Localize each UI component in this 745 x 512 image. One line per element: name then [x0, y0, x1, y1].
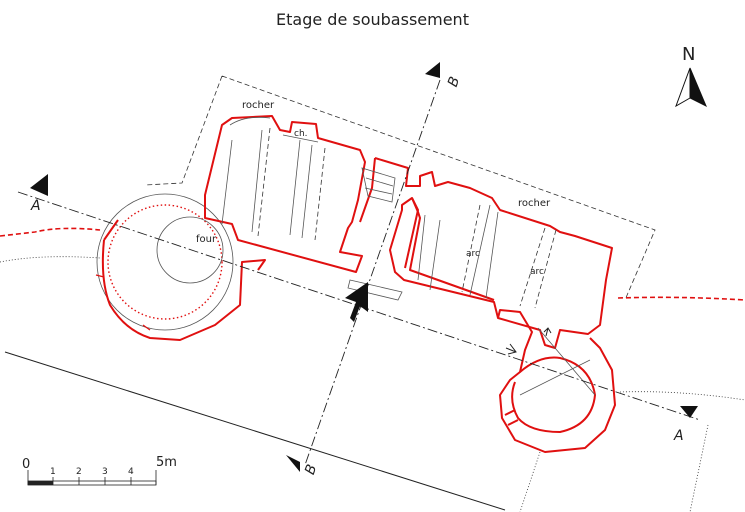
label-chimney: ch. [294, 129, 308, 139]
section-a-right-label: A [673, 428, 684, 444]
scale-tick-label: 4 [128, 467, 134, 477]
north-arrow-icon [675, 67, 707, 108]
scale-start-label: 0 [22, 457, 30, 472]
scale-tick-label: 2 [76, 467, 82, 477]
section-line-b [286, 62, 441, 472]
label-four: four [196, 234, 217, 245]
section-a-left-arrow-icon [30, 174, 48, 196]
main-walls [204, 115, 616, 453]
section-b-top-arrow-icon [425, 62, 440, 78]
entrance-arrow-icon [345, 282, 368, 322]
scale-tick-label: 1 [50, 467, 56, 477]
section-b-top-label: B [445, 75, 463, 90]
label-arc-1: arc [466, 249, 480, 259]
label-rocher-right: rocher [518, 198, 551, 209]
label-rocher-left: rocher [242, 100, 275, 111]
section-b-bottom-arrow-icon [286, 455, 300, 472]
section-line-a [17, 174, 701, 421]
door-arrow-icon [505, 343, 517, 355]
scale-tick-label: 3 [102, 467, 108, 477]
interior-lines [221, 116, 596, 396]
scale-bar [27, 470, 157, 486]
section-a-left-label: A [30, 198, 41, 214]
terrain-lines [0, 227, 745, 512]
plan-title: Etage de soubassement [276, 10, 469, 29]
north-label: N [682, 44, 695, 65]
scale-end-label: 5m [156, 455, 177, 470]
label-arc-2: arc [530, 267, 544, 277]
section-b-bottom-label: B [302, 462, 320, 477]
door-arrow-icon-2 [543, 327, 552, 337]
ground-line [4, 351, 506, 511]
building-outline [144, 75, 656, 301]
section-a-right-arrow-icon [680, 406, 698, 418]
tower-left [95, 193, 266, 341]
